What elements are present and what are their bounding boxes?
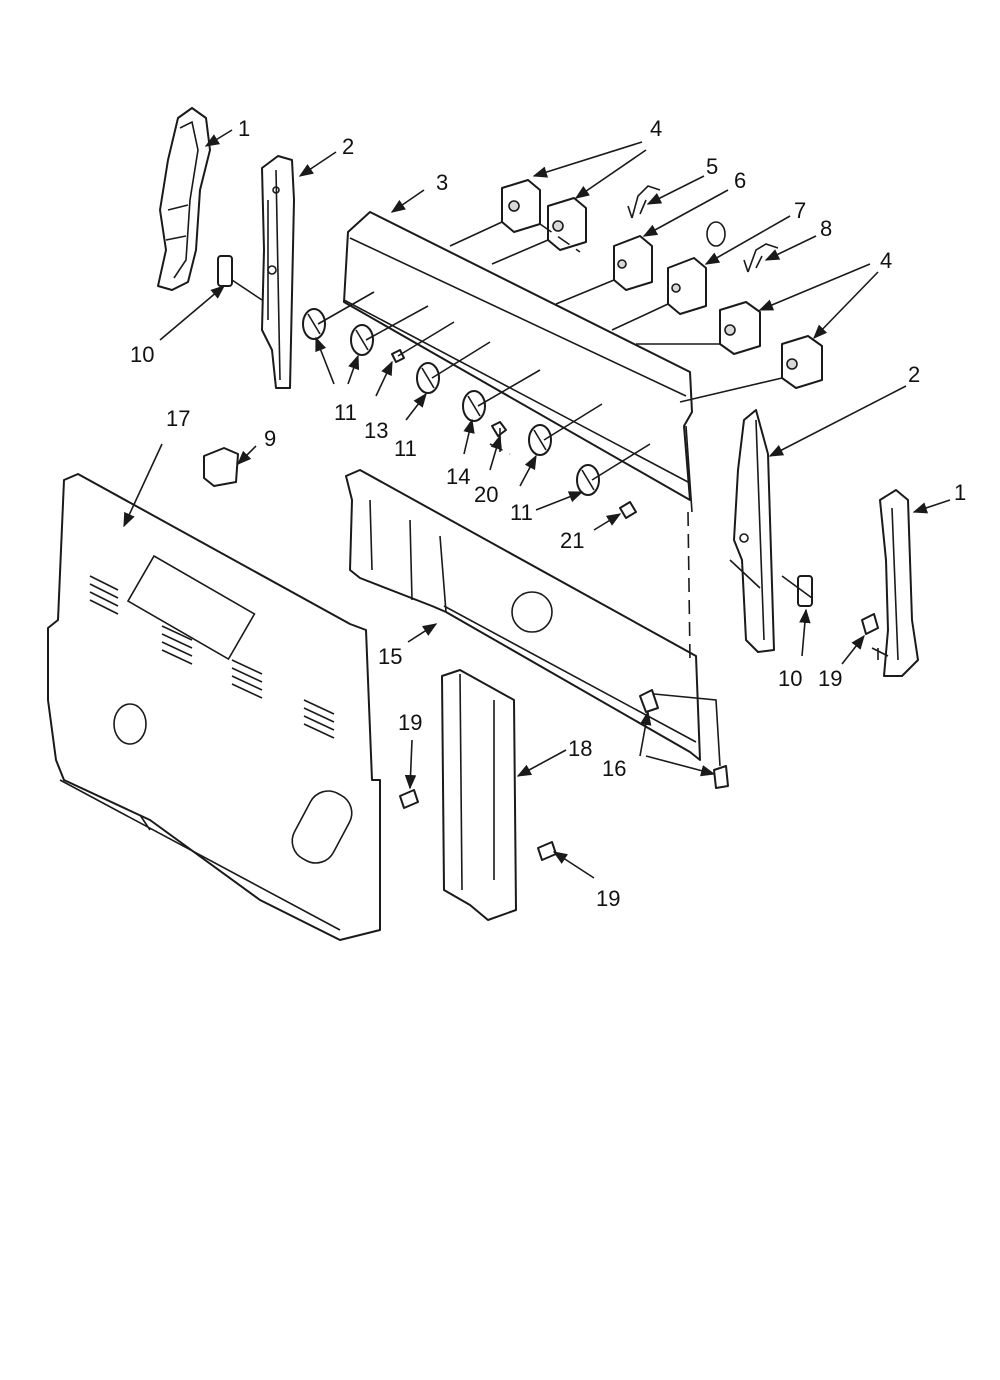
callout-20: 20	[474, 482, 498, 507]
o-ring	[706, 221, 726, 247]
part-11-knob-e	[576, 464, 600, 496]
callout-4-right: 4	[880, 248, 892, 273]
part-4-switch-a	[501, 179, 541, 233]
part-2-left-side-bracket	[261, 155, 295, 389]
part-15-lower-panel	[345, 469, 701, 761]
callout-3: 3	[436, 170, 448, 195]
callout-4-top: 4	[650, 116, 662, 141]
callout-19-left: 19	[398, 710, 422, 735]
part-16-screw-b	[713, 765, 729, 789]
callout-13: 13	[364, 418, 388, 443]
callout-16: 16	[602, 756, 626, 781]
part-11-knob-d	[528, 424, 552, 456]
callout-11-a: 11	[334, 400, 357, 425]
part-16-screw-a	[639, 689, 659, 713]
callout-21: 21	[560, 528, 584, 553]
callout-18: 18	[568, 736, 592, 761]
callout-labels: 1 2 3 4 5 6 7 8 4 2 1 10 11 13 11 14 20 …	[130, 116, 966, 911]
part-18-vertical-channel	[441, 669, 517, 921]
vent-slots	[89, 575, 335, 739]
part-7-switch	[667, 257, 707, 315]
callout-15: 15	[378, 644, 402, 669]
part-21-screw	[619, 501, 637, 519]
callout-9: 9	[264, 426, 276, 451]
part-19-screw-bottom	[537, 841, 557, 861]
part-4-switch-d	[781, 335, 823, 389]
callout-1-left: 1	[238, 116, 250, 141]
part-10-right-clip	[797, 575, 813, 607]
part-8-wire-harness	[743, 243, 779, 273]
callout-11-b: 11	[394, 436, 417, 461]
part-17-rear-panel	[47, 473, 381, 941]
part-11-knob-b	[350, 324, 374, 356]
callout-10-left: 10	[130, 342, 154, 367]
callout-2-left: 2	[342, 134, 354, 159]
callout-7: 7	[794, 198, 806, 223]
part-1-right-end-cap	[879, 489, 919, 677]
callout-10-right: 10	[778, 666, 802, 691]
callout-5: 5	[706, 154, 718, 179]
part-2-right-side-bracket	[733, 409, 775, 653]
part-11-knob-a	[302, 308, 326, 340]
part-1-left-end-cap	[157, 107, 211, 291]
callout-arrows	[123, 129, 951, 879]
part-10-left-clip	[217, 255, 233, 287]
part-19-screw-left	[399, 789, 419, 809]
callout-8: 8	[820, 216, 832, 241]
callout-1-right: 1	[954, 480, 966, 505]
part-4-switch-c	[719, 301, 761, 355]
callout-19-right: 19	[818, 666, 842, 691]
part-19-screw-right	[861, 613, 879, 635]
callout-14: 14	[446, 464, 470, 489]
part-20-nut	[491, 421, 507, 437]
callout-19-bottom: 19	[596, 886, 620, 911]
callout-17: 17	[166, 406, 190, 431]
part-9-clip	[203, 447, 239, 487]
callout-6: 6	[734, 168, 746, 193]
part-11-knob-c	[416, 362, 440, 394]
assembly-alignment-lines	[231, 221, 889, 767]
callout-11-c: 11	[510, 500, 533, 525]
part-6-switch	[613, 235, 653, 291]
callout-2-right: 2	[908, 362, 920, 387]
part-5-wire-harness	[627, 185, 661, 219]
part-3-control-panel	[343, 211, 693, 513]
part-14-knob	[462, 390, 486, 422]
